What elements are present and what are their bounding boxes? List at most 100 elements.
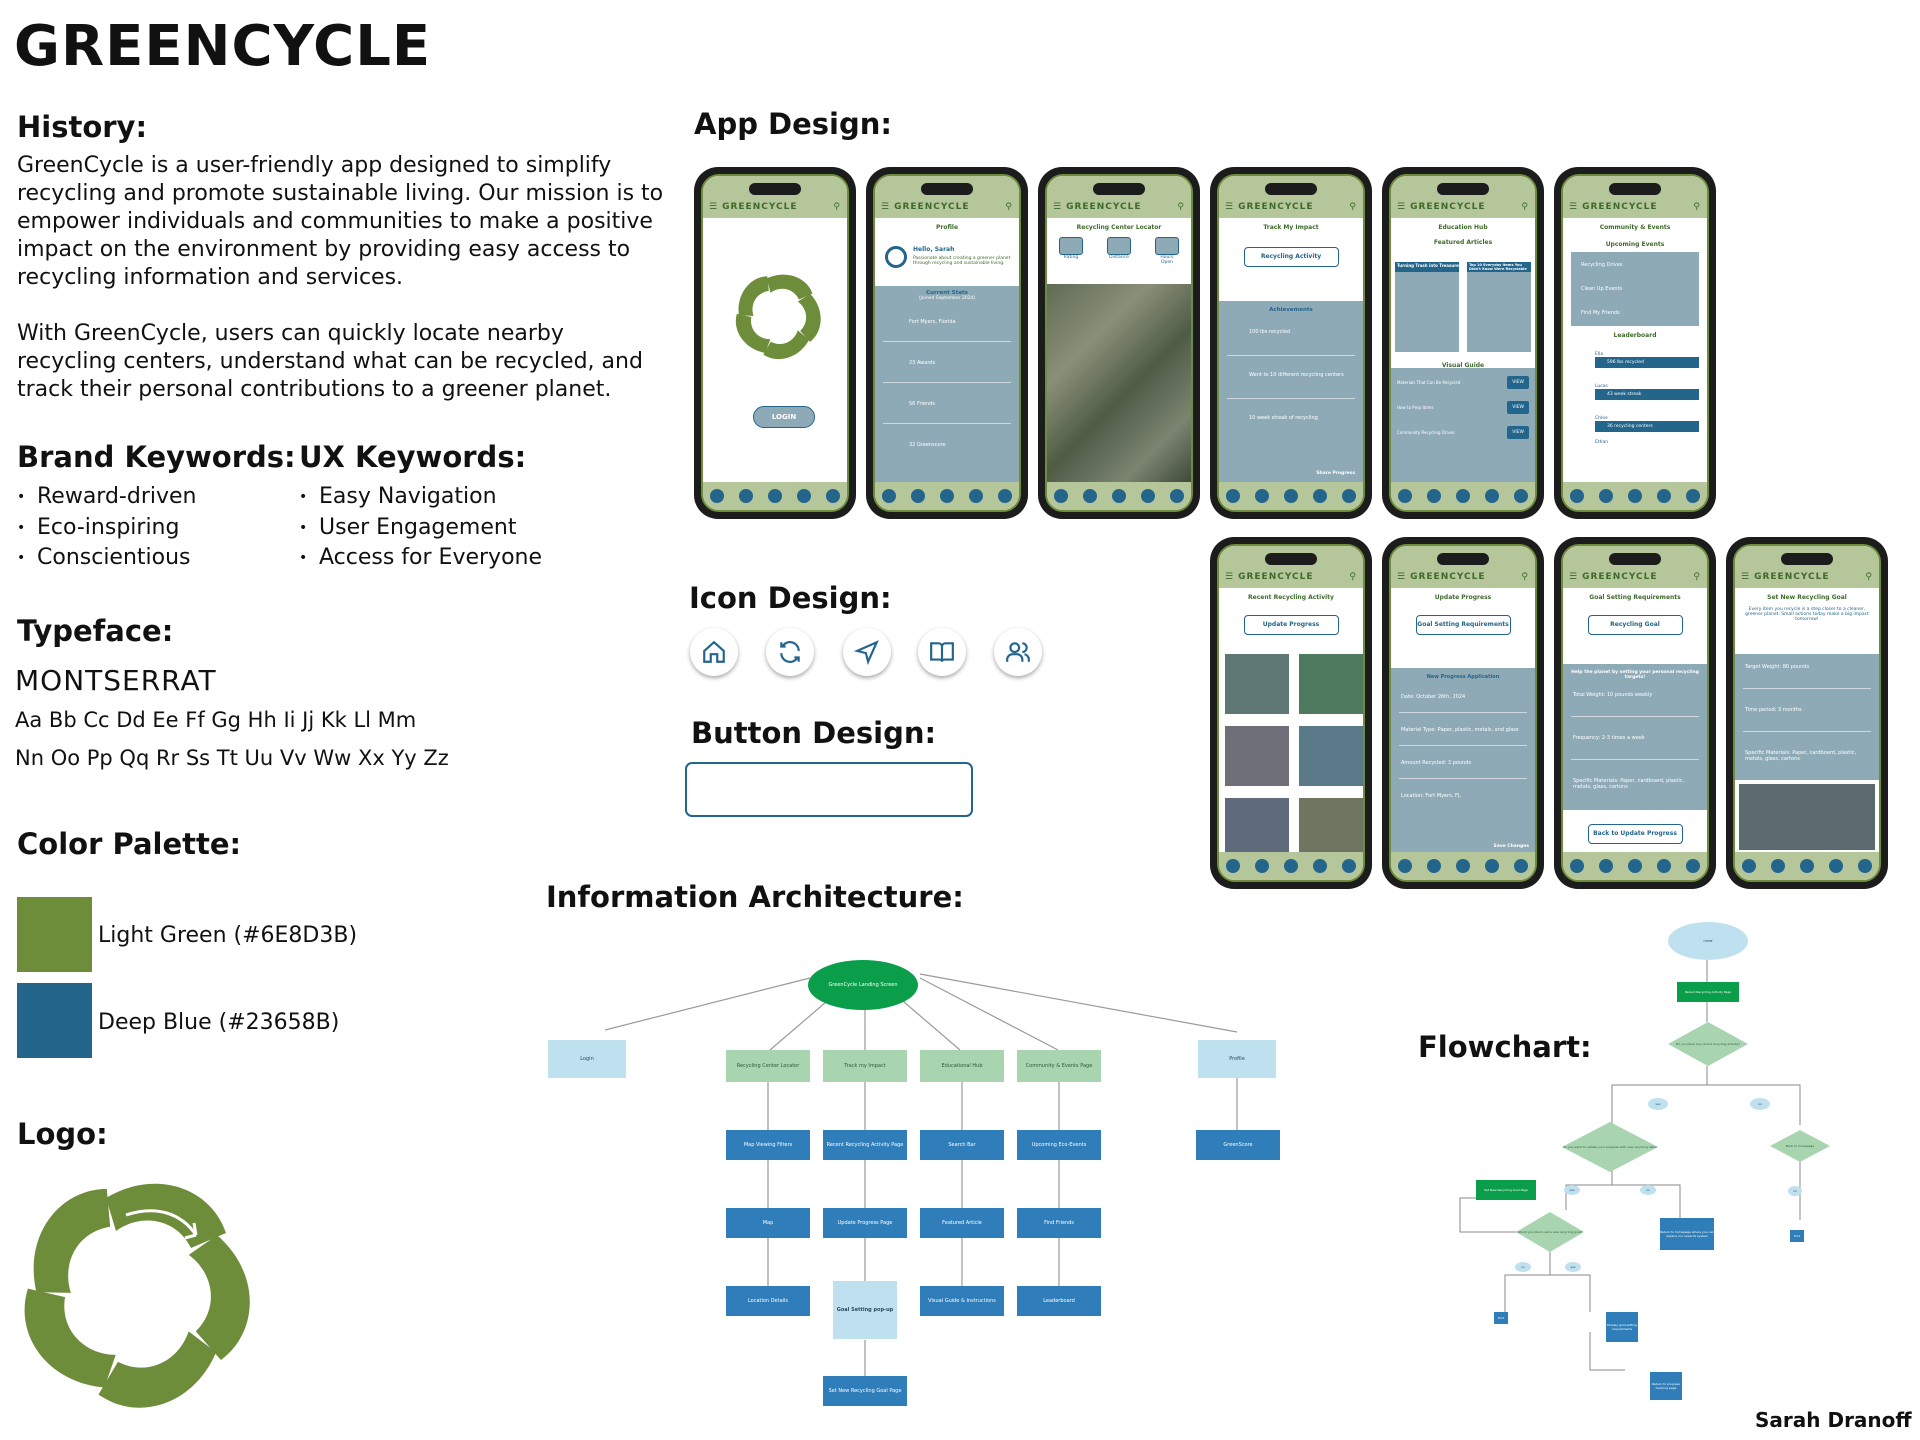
blue-swatch	[17, 983, 92, 1058]
button-design-sample[interactable]	[685, 762, 973, 817]
typeface-sample-2: Nn Oo Pp Qq Rr Ss Tt Uu Vv Ww Xx Yy Zz	[15, 746, 449, 770]
brand-keyword: Conscientious	[17, 543, 197, 574]
fc-end: End	[1790, 1230, 1804, 1242]
green-swatch	[17, 897, 92, 972]
app-brand: GREENCYCLE	[1238, 202, 1314, 212]
view-button[interactable]: VIEW	[1507, 426, 1529, 439]
ia-column-head: Community & Events Page	[1017, 1050, 1101, 1082]
app-brand: GREENCYCLE	[894, 202, 970, 212]
phone-track-impact: ☰GREENCYCLE⚲ Track My Impact Recycling A…	[1210, 167, 1372, 519]
new-goal-field[interactable]: Specific Materials: Paper, cardboard, pl…	[1745, 750, 1857, 762]
goal-setting-button[interactable]: Goal Setting Requirements	[1415, 615, 1511, 635]
phone-goal-requirements: ☰GREENCYCLE⚲ Goal Setting Requirements R…	[1554, 537, 1716, 889]
form-field[interactable]: Date: October 26th, 2024	[1401, 694, 1466, 700]
new-goal-field[interactable]: Time period: 3 months	[1745, 707, 1802, 713]
phone-update-progress: ☰GREENCYCLE⚲ Update Progress Goal Settin…	[1382, 537, 1544, 889]
share-progress-link[interactable]: Share Progress	[1316, 471, 1355, 476]
fc-no: no	[1788, 1186, 1802, 1196]
palette-heading: Color Palette:	[17, 827, 242, 861]
leader-name: Ella	[1595, 352, 1604, 357]
screen-title: Track My Impact	[1263, 224, 1319, 231]
phone-new-goal: ☰GREENCYCLE⚲ Set New Recycling Goal Ever…	[1726, 537, 1888, 889]
article-card[interactable]: Turning Trash into Treasure	[1395, 262, 1459, 352]
filter-distance[interactable]: Distance	[1107, 237, 1131, 265]
fc-yes: yes	[1565, 1262, 1581, 1272]
filter-rating[interactable]: Rating	[1059, 237, 1083, 265]
typeface-heading: Typeface:	[17, 614, 174, 648]
leader-name: Chloe	[1595, 416, 1608, 421]
navigation-icon	[843, 628, 891, 676]
filter-hours[interactable]: Hours Open	[1155, 237, 1179, 265]
fc-yes: yes	[1648, 1098, 1668, 1110]
app-brand: GREENCYCLE	[1410, 202, 1486, 212]
leader-stat: 596 lbs recycled	[1595, 357, 1699, 368]
blue-swatch-label: Deep Blue (#23658B)	[98, 1010, 340, 1035]
ia-node: Map Viewing Filters	[726, 1130, 810, 1160]
flowchart-heading: Flowchart:	[1418, 1030, 1592, 1064]
ia-node: Featured Article	[920, 1208, 1004, 1238]
recycling-goal-button[interactable]: Recycling Goal	[1587, 615, 1683, 635]
users-icon	[994, 628, 1042, 676]
form-field[interactable]: Amount Recycled: 3 pounds	[1401, 760, 1472, 766]
fc-display: Display goal setting requirements	[1606, 1312, 1638, 1342]
progress-form-title: New Progress Application	[1426, 674, 1500, 680]
button-design-heading: Button Design:	[691, 716, 937, 750]
ia-column-head: Recycling Center Locator	[726, 1050, 810, 1082]
phone-landing: ☰GREENCYCLE⚲ LOGIN	[694, 167, 856, 519]
brand-keyword: Reward-driven	[17, 482, 197, 513]
visual-guide-title: Visual Guide	[1441, 362, 1485, 369]
event-item[interactable]: Recycling Drives	[1581, 262, 1623, 268]
new-goal-field[interactable]: Target Weight: 80 pounds	[1745, 664, 1810, 670]
stats-subtitle: (Joined September 2024)	[918, 296, 976, 301]
brand-keyword: Eco-inspiring	[17, 513, 197, 544]
stat-item: 56 Friends	[909, 401, 935, 407]
view-button[interactable]: VIEW	[1507, 401, 1529, 414]
ux-keyword: Access for Everyone	[299, 543, 542, 574]
phone-profile: ☰GREENCYCLE⚲ Profile Hello, Sarah Passio…	[866, 167, 1028, 519]
screen-title: Recent Recycling Activity	[1248, 594, 1334, 601]
ia-column-head: Educational Hub	[920, 1050, 1004, 1082]
form-field[interactable]: Location: Fort Myers, FL	[1401, 793, 1461, 799]
article-card[interactable]: Top 10 Everyday Items You Didn't Know We…	[1467, 262, 1531, 352]
back-to-progress-button[interactable]: Back to Update Progress	[1587, 824, 1683, 844]
new-goal-intro: Every item you recycle is a step closer …	[1745, 607, 1869, 622]
greencycle-logo	[16, 1173, 256, 1413]
save-changes-button[interactable]: Save Changes	[1493, 844, 1529, 849]
achievement-item: 100 lbs recycled	[1249, 329, 1291, 335]
event-item[interactable]: Clean Up Events	[1581, 286, 1623, 292]
fc-end: End	[1494, 1312, 1508, 1324]
login-button[interactable]: LOGIN	[753, 406, 815, 428]
ia-node: Location Details	[726, 1286, 810, 1316]
ia-heading: Information Architecture:	[546, 880, 964, 914]
brand-keywords-list: Reward-driven Eco-inspiring Conscientiou…	[17, 482, 197, 574]
ia-column-head: Track my Impact	[823, 1050, 907, 1082]
leaderboard-title: Leaderboard	[1613, 332, 1657, 339]
app-brand: GREENCYCLE	[1582, 202, 1658, 212]
guide-item: Materials That Can Be Recycled	[1397, 380, 1461, 385]
phone-recent-activity: ☰GREENCYCLE⚲ Recent Recycling Activity U…	[1210, 537, 1372, 889]
goal-intro: Help the planet by setting your personal…	[1571, 670, 1699, 680]
history-paragraph-2: With GreenCycle, users can quickly locat…	[17, 321, 643, 402]
form-field[interactable]: Material Type: Paper, plastic, metals, a…	[1401, 727, 1519, 733]
ia-profile-node: Profile	[1198, 1040, 1276, 1078]
home-icon	[690, 628, 738, 676]
leader-stat: 43 week streak	[1595, 389, 1699, 400]
achievement-item: Went to 10 different recycling centers	[1249, 372, 1344, 378]
event-item[interactable]: Find My Friends	[1581, 310, 1620, 316]
book-icon	[918, 628, 966, 676]
history-paragraph-1: GreenCycle is a user-friendly app design…	[17, 153, 664, 290]
refresh-icon	[766, 628, 814, 676]
update-progress-button[interactable]: Update Progress	[1243, 615, 1339, 635]
map[interactable]	[1047, 284, 1191, 482]
ia-node: Map	[726, 1208, 810, 1238]
landing-logo	[733, 271, 823, 361]
recycling-activity-button[interactable]: Recycling Activity	[1243, 247, 1339, 267]
guide-item: How to Prep Items	[1397, 405, 1434, 410]
ia-login-node: Login	[548, 1040, 626, 1078]
screen-title: Set New Recycling Goal	[1767, 594, 1847, 601]
phone-locator: ☰GREENCYCLE⚲ Recycling Center Locator Ra…	[1038, 167, 1200, 519]
author-name: Sarah Dranoff	[1755, 1408, 1912, 1432]
leader-name: Ethan	[1595, 440, 1609, 445]
icon-design-heading: Icon Design:	[689, 581, 892, 615]
view-button[interactable]: VIEW	[1507, 376, 1529, 389]
